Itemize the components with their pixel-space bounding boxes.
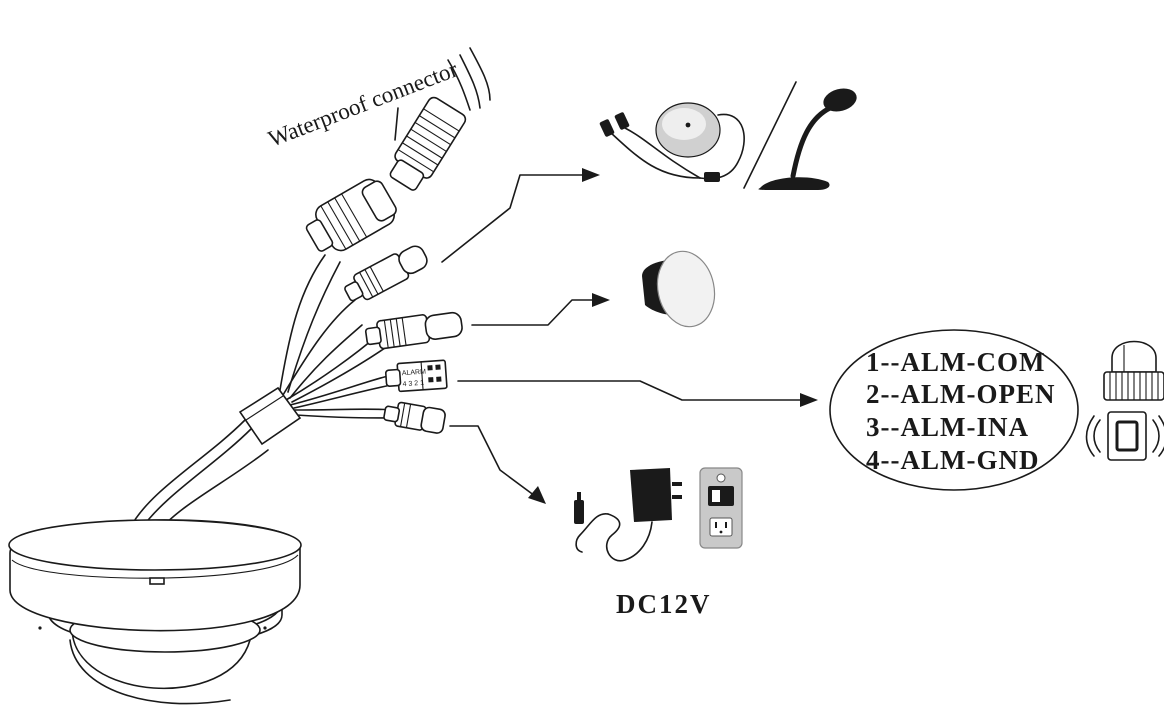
speaker-icon	[642, 250, 716, 328]
rj45-network-connector-icon	[305, 178, 397, 252]
terminal-block-text: ALARM	[402, 369, 427, 378]
alarm-pin-4: 4--ALM-GND	[866, 445, 1039, 475]
audio-out-connector-icon	[364, 311, 463, 350]
audio-in-connector-icon	[344, 245, 428, 302]
terminal-block-numbers: 4 3 2 1	[402, 380, 424, 388]
microphone-pickup-icon	[599, 102, 745, 182]
alarm-terminal-block-icon: ALARM 4 3 2 1	[384, 359, 448, 393]
alarm-pin-1: 1--ALM-COM	[866, 347, 1045, 377]
alarm-pin-panel: 1--ALM-COM 2--ALM-OPEN 3--ALM-INA 4--ALM…	[829, 329, 1079, 491]
desk-microphone-icon	[758, 88, 857, 190]
waterproof-connector-icon	[389, 47, 491, 191]
power-label: DC12V	[616, 589, 712, 619]
alarm-siren-icon	[1103, 340, 1164, 401]
alarm-pin-2: 2--ALM-OPEN	[866, 379, 1055, 409]
power-adapter-icon	[574, 468, 682, 562]
dome-camera-icon	[8, 519, 302, 705]
wall-outlet-icon	[699, 467, 743, 549]
cable-bundle	[129, 254, 399, 531]
dc-power-jack-icon	[383, 401, 446, 434]
divider-slash	[743, 81, 797, 189]
alarm-pin-3: 3--ALM-INA	[866, 412, 1029, 442]
door-sensor-icon	[1085, 411, 1164, 461]
connection-lines	[441, 168, 818, 504]
